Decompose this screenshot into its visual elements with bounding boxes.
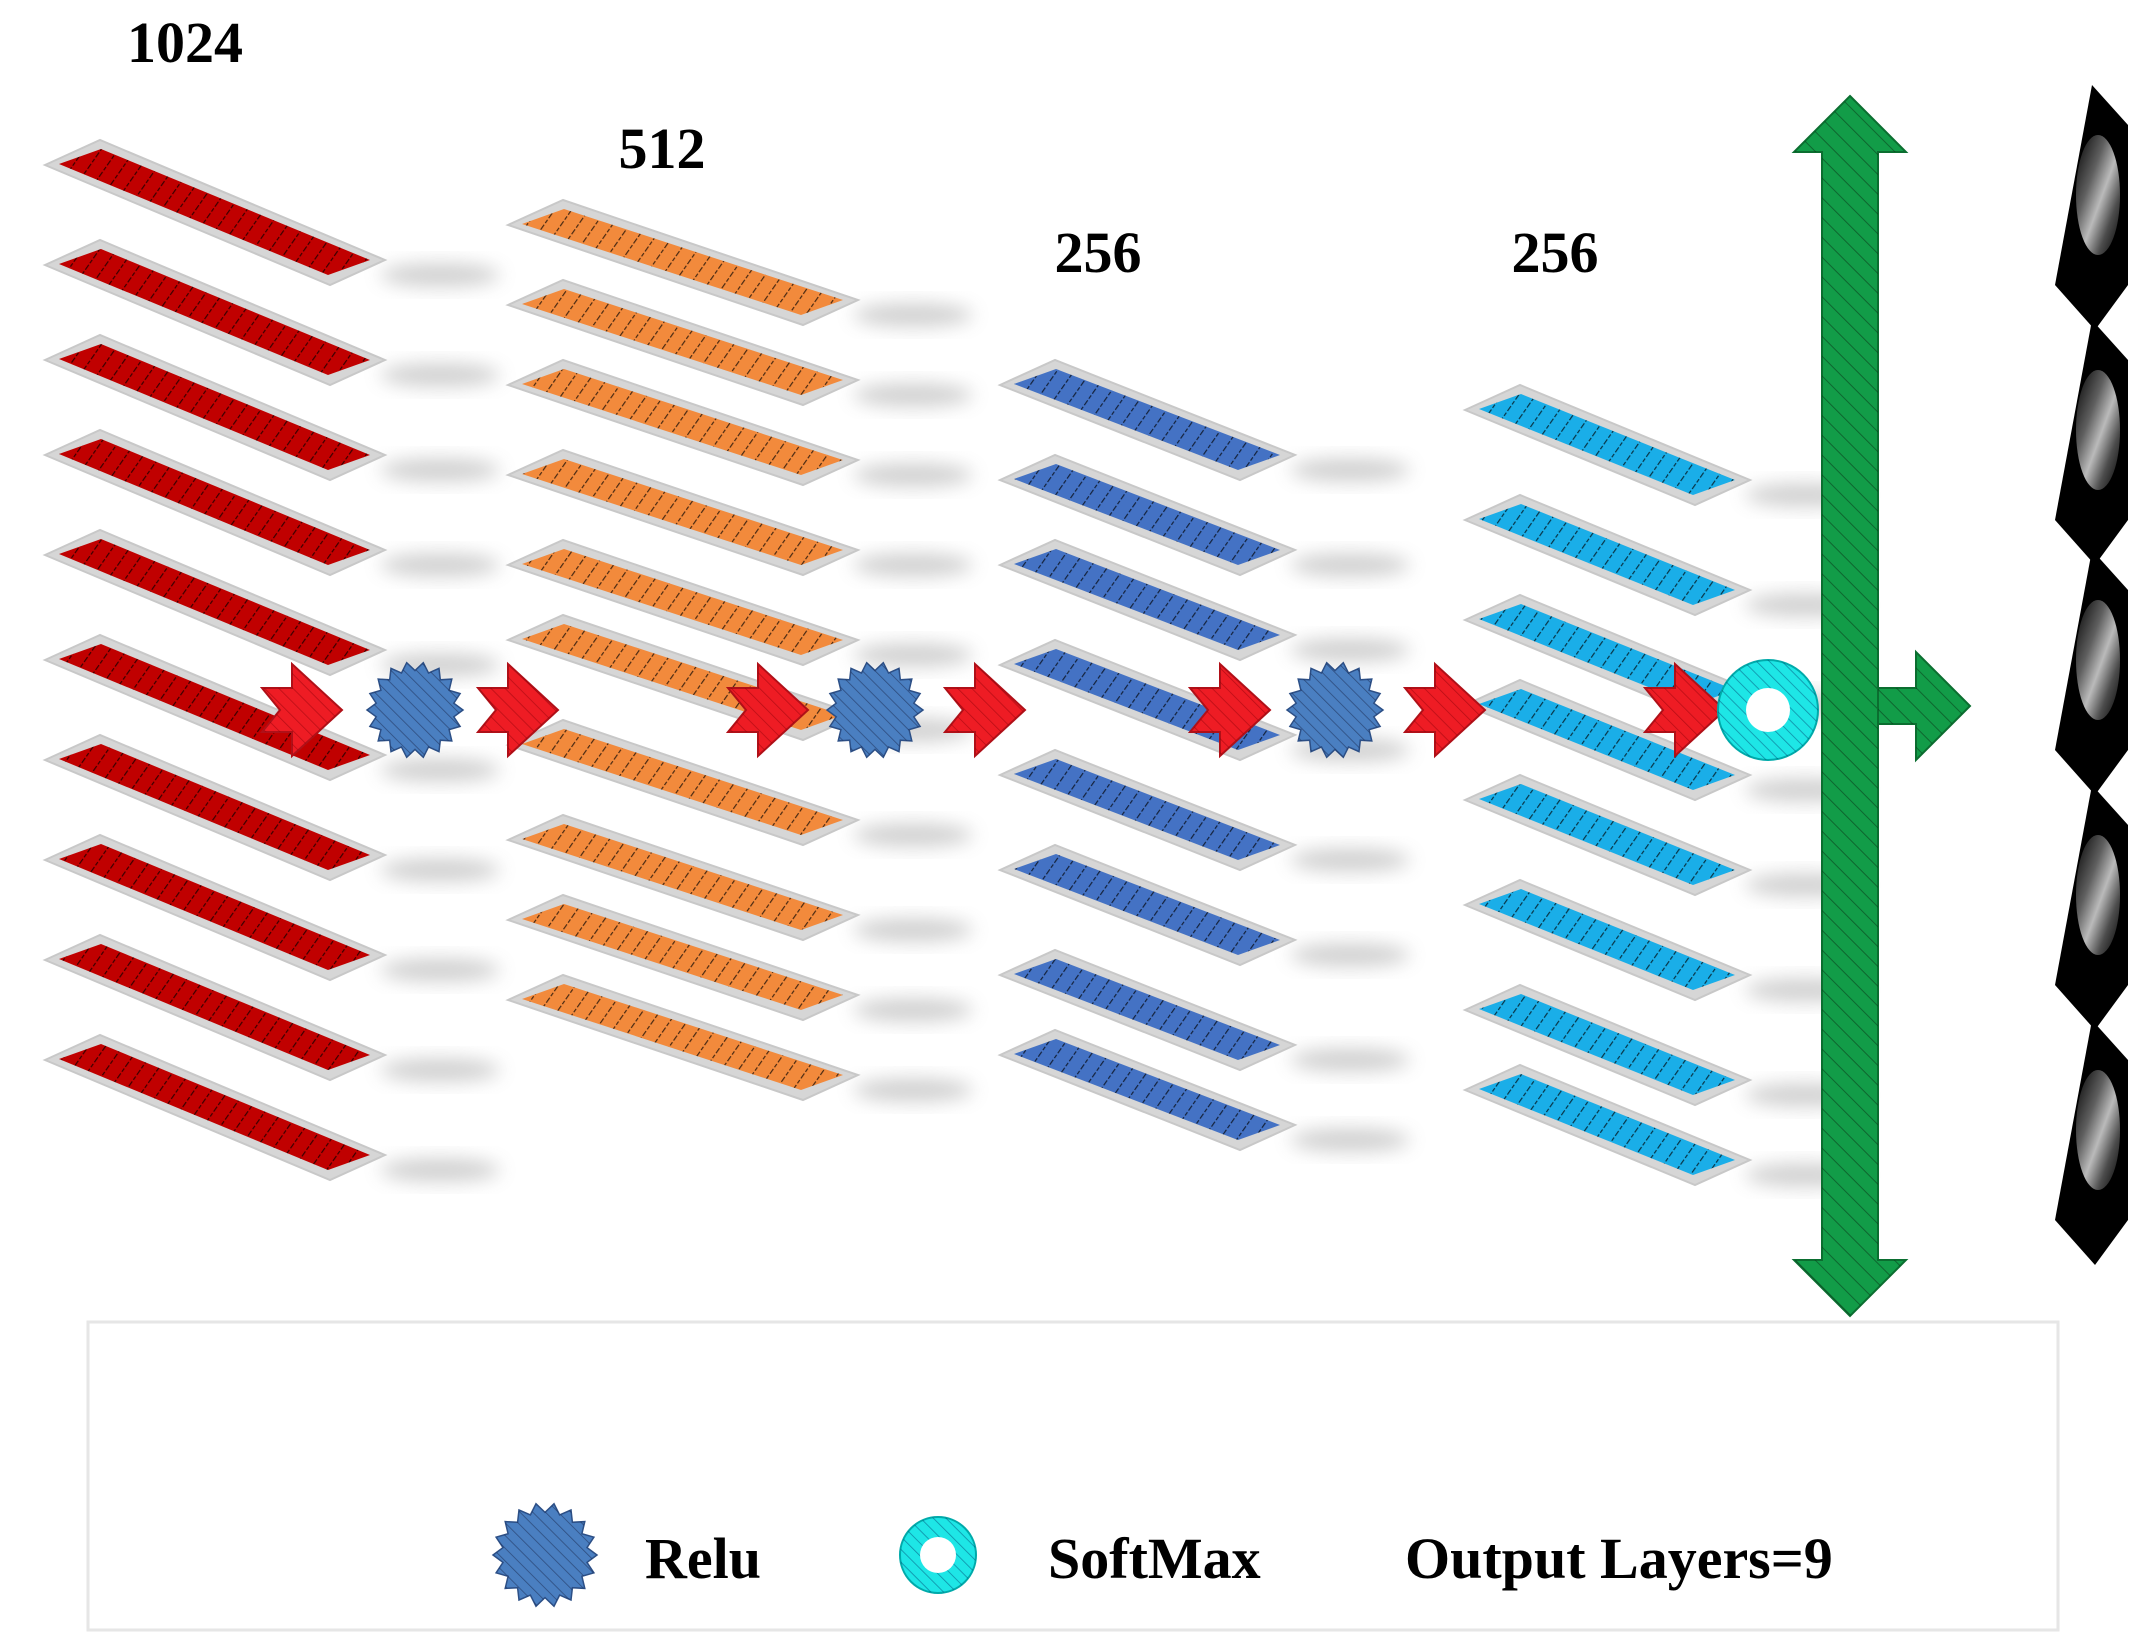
softmax-icon (899, 1516, 977, 1594)
output-right-arrow-hatch (1878, 652, 1970, 760)
output-arrow (1791, 94, 1972, 1318)
feature-map-tile (997, 538, 1298, 662)
feature-map-tile (1462, 1063, 1753, 1187)
tile-shadow (853, 553, 973, 577)
relu-star (491, 1502, 599, 1608)
tile-shadow (1290, 1128, 1410, 1152)
relu-icon (1285, 661, 1385, 759)
feature-map-tile (997, 453, 1298, 577)
flow-arrow (1187, 661, 1272, 759)
tile-shadow (853, 1078, 973, 1102)
feature-map-tile (1462, 383, 1753, 507)
flow-arrow (475, 661, 560, 759)
feature-map-tile (505, 718, 861, 847)
feature-map-tile (505, 813, 861, 942)
output-image (2055, 320, 2128, 565)
flow-row (259, 659, 1819, 761)
feature-map-tile (997, 843, 1298, 967)
feature-map-tile (997, 948, 1298, 1072)
feature-map-tile (1462, 678, 1753, 802)
tile-shadow (380, 858, 500, 882)
flow-arrow (725, 661, 810, 759)
tile-shadow (853, 643, 973, 667)
flow-arrow (1642, 661, 1727, 759)
feature-map-tile (42, 138, 388, 287)
output-image (2055, 1020, 2128, 1265)
layer3-size-label: 256 (1055, 220, 1142, 285)
tile-shadow (380, 958, 500, 982)
tile-shadow (853, 303, 973, 327)
tile-shadow (380, 758, 500, 782)
tile-shadow (853, 823, 973, 847)
feature-map-tile (505, 358, 861, 487)
feature-map-tile (505, 278, 861, 407)
tile-shadow (853, 463, 973, 487)
feature-map-tile (1462, 878, 1753, 1002)
feature-map-tile (1462, 493, 1753, 617)
feature-map-tile (42, 833, 388, 982)
tile-shadow (380, 1058, 500, 1082)
legend-relu-label: Relu (645, 1526, 761, 1591)
tile-shadow (380, 553, 500, 577)
feature-map-tile (505, 448, 861, 577)
tile-shadow (380, 363, 500, 387)
tile-shadow (1290, 553, 1410, 577)
layer1-stack (42, 138, 388, 1182)
relu-icon (491, 1502, 599, 1608)
layer2-size-label: 512 (619, 116, 706, 181)
legend-output-label: Output Layers=9 (1405, 1526, 1833, 1591)
feature-map-tile (505, 198, 861, 327)
tile-shadow (380, 263, 500, 287)
legend-box (86, 1320, 2060, 1632)
feature-map-tile (42, 1033, 388, 1182)
layer2-stack (505, 198, 861, 1102)
layer3-stack (997, 358, 1298, 1152)
tile-shadow (1290, 1048, 1410, 1072)
output-images (2055, 85, 2128, 1265)
output-image (2055, 785, 2128, 1030)
feature-map-tile (42, 933, 388, 1082)
feature-map-tile (42, 333, 388, 482)
legend-softmax-label: SoftMax (1048, 1526, 1261, 1591)
output-image (2055, 550, 2128, 795)
tile-shadow (380, 1158, 500, 1182)
output-vertical-arrow-hatch (1794, 96, 1906, 1316)
tile-shadow (1290, 848, 1410, 872)
feature-map-tile (1462, 983, 1753, 1107)
tile-shadow (1290, 458, 1410, 482)
relu-icon (365, 661, 465, 759)
tile-shadow (380, 458, 500, 482)
softmax-icon (1717, 659, 1819, 761)
tile-shadow (853, 918, 973, 942)
feature-map-tile (42, 238, 388, 387)
tile-shadow (1290, 943, 1410, 967)
legend: Relu SoftMax Output Layers=9 (86, 1320, 2060, 1632)
relu-icon (825, 661, 925, 759)
tile-shadow (1290, 638, 1410, 662)
feature-map-tile (42, 733, 388, 882)
feature-map-tile (505, 893, 861, 1022)
tile-shadow (853, 383, 973, 407)
feature-map-tile (42, 428, 388, 577)
layer1-size-label: 1024 (127, 10, 243, 75)
layer4-stack (1462, 383, 1753, 1187)
feature-map-tile (505, 538, 861, 667)
flow-arrow (1402, 661, 1487, 759)
flow-arrow (259, 661, 344, 759)
feature-map-tile (997, 748, 1298, 872)
flow-arrow (942, 661, 1027, 759)
feature-map-tile (997, 1028, 1298, 1152)
feature-map-tile (42, 528, 388, 677)
tile-shadow (853, 998, 973, 1022)
feature-map-tile (505, 973, 861, 1102)
layer4-size-label: 256 (1512, 220, 1599, 285)
feature-map-tile (1462, 773, 1753, 897)
output-image (2055, 85, 2128, 330)
feature-map-tile (997, 358, 1298, 482)
